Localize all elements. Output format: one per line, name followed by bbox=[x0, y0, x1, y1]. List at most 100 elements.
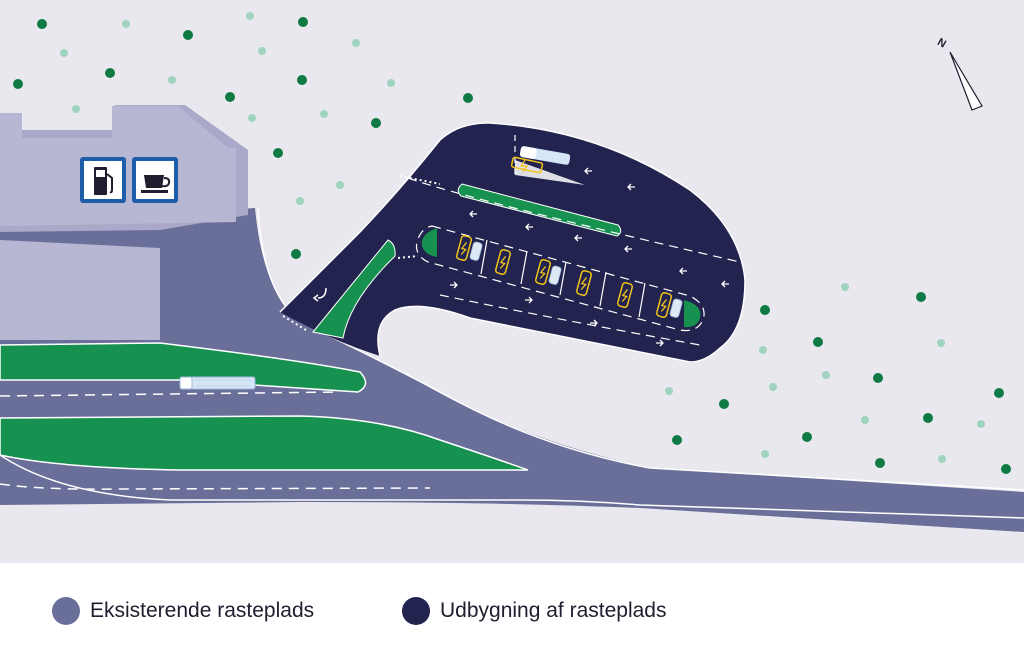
tree bbox=[822, 371, 830, 379]
tree bbox=[802, 432, 812, 442]
extension-lane-upper bbox=[407, 177, 741, 263]
tree bbox=[248, 114, 256, 122]
extension-link-dots bbox=[397, 255, 419, 259]
ev-charging-icon bbox=[539, 266, 547, 279]
tree bbox=[336, 181, 344, 189]
extension-lane-lower bbox=[439, 294, 701, 346]
car-icon bbox=[669, 298, 683, 318]
legend-swatch-existing bbox=[52, 597, 80, 625]
highway-upper-edge bbox=[649, 467, 1024, 491]
ev-charging-bay bbox=[455, 235, 483, 261]
tree bbox=[273, 148, 283, 158]
tree bbox=[297, 75, 307, 85]
tree bbox=[296, 197, 304, 205]
ev-charging-bay bbox=[534, 259, 562, 285]
tree bbox=[72, 105, 80, 113]
lane-marking-upper bbox=[0, 391, 341, 397]
charging-bays bbox=[455, 235, 683, 318]
cafe-sign bbox=[132, 157, 178, 203]
car-icon bbox=[548, 265, 562, 285]
tree bbox=[861, 416, 869, 424]
arrow-right-icon bbox=[590, 319, 598, 327]
grass-island-upper bbox=[0, 342, 367, 393]
truck-charging-bay bbox=[510, 146, 585, 185]
tree bbox=[769, 383, 777, 391]
tree bbox=[387, 79, 395, 87]
ev-charging-bay bbox=[616, 282, 634, 308]
tree bbox=[37, 19, 47, 29]
tree bbox=[841, 283, 849, 291]
tree bbox=[225, 92, 235, 102]
lane-marking-lower bbox=[0, 483, 431, 490]
tree bbox=[168, 76, 176, 84]
tree bbox=[719, 399, 729, 409]
tree bbox=[916, 292, 926, 302]
legend-item-existing: Eksisterende rasteplads bbox=[52, 597, 314, 625]
direction-arrows bbox=[450, 167, 729, 347]
legend: Eksisterende rasteplads Udbygning af ras… bbox=[0, 563, 1024, 657]
arrow-left-icon bbox=[624, 245, 632, 253]
turn-arrow-icon bbox=[312, 287, 327, 302]
grass-island-lower bbox=[0, 415, 529, 471]
tree bbox=[60, 49, 68, 57]
tree bbox=[291, 249, 301, 259]
car-icon bbox=[469, 241, 483, 261]
tree bbox=[352, 39, 360, 47]
grass-entry-wedge bbox=[312, 239, 396, 339]
arrow-left-icon bbox=[574, 234, 582, 242]
arrow-left-icon bbox=[525, 223, 533, 231]
arrow-left-icon bbox=[469, 210, 477, 218]
ev-charging-icon bbox=[580, 277, 588, 290]
legend-label-extension: Udbygning af rasteplads bbox=[440, 599, 667, 622]
ev-charging-icon bbox=[621, 289, 629, 302]
tree bbox=[13, 79, 23, 89]
tree bbox=[875, 458, 885, 468]
arrow-left-icon bbox=[721, 280, 729, 288]
grass-strip-upper bbox=[457, 183, 622, 237]
tree bbox=[298, 17, 308, 27]
tree bbox=[923, 413, 933, 423]
ev-charging-bay bbox=[494, 249, 512, 275]
ev-charging-bay bbox=[655, 292, 683, 318]
parking-dividers bbox=[480, 239, 646, 318]
extension-top-dots bbox=[399, 175, 441, 185]
island-cap-right bbox=[684, 300, 701, 328]
arrow-left-icon bbox=[627, 183, 635, 191]
legend-swatch-extension bbox=[402, 597, 430, 625]
building-lower bbox=[0, 250, 157, 335]
tree bbox=[672, 435, 682, 445]
arrow-left-icon bbox=[679, 267, 687, 275]
arrow-right-icon bbox=[450, 281, 458, 289]
fuel-station-sign bbox=[80, 157, 126, 203]
ev-charging-bay bbox=[575, 270, 593, 296]
truck-icon bbox=[179, 376, 256, 390]
truck-icon bbox=[519, 146, 571, 165]
tree bbox=[994, 388, 1004, 398]
arrow-left-icon bbox=[584, 167, 592, 175]
highway-edge-line bbox=[0, 454, 1024, 519]
ev-charging-icon bbox=[460, 242, 468, 255]
access-road-edge bbox=[257, 207, 651, 469]
tree bbox=[760, 305, 770, 315]
arrow-right-icon bbox=[656, 339, 664, 347]
parking-island bbox=[415, 225, 705, 332]
legend-label-existing: Eksisterende rasteplads bbox=[90, 599, 315, 622]
trees bbox=[13, 12, 1011, 474]
ev-charging-icon bbox=[660, 299, 668, 312]
tree bbox=[759, 346, 767, 354]
tree bbox=[761, 450, 769, 458]
tree bbox=[105, 68, 115, 78]
tree bbox=[938, 455, 946, 463]
ev-charging-icon bbox=[499, 256, 507, 269]
tree bbox=[371, 118, 381, 128]
coffee-cup-icon bbox=[141, 175, 171, 193]
map-canvas: N bbox=[0, 0, 1024, 563]
tree bbox=[258, 47, 266, 55]
extension-outline bbox=[279, 122, 746, 363]
tree bbox=[665, 387, 673, 395]
island-cap-left bbox=[421, 228, 437, 257]
tree bbox=[122, 20, 130, 28]
tree bbox=[977, 420, 985, 428]
arrow-right-icon bbox=[525, 296, 533, 304]
tree bbox=[320, 110, 328, 118]
